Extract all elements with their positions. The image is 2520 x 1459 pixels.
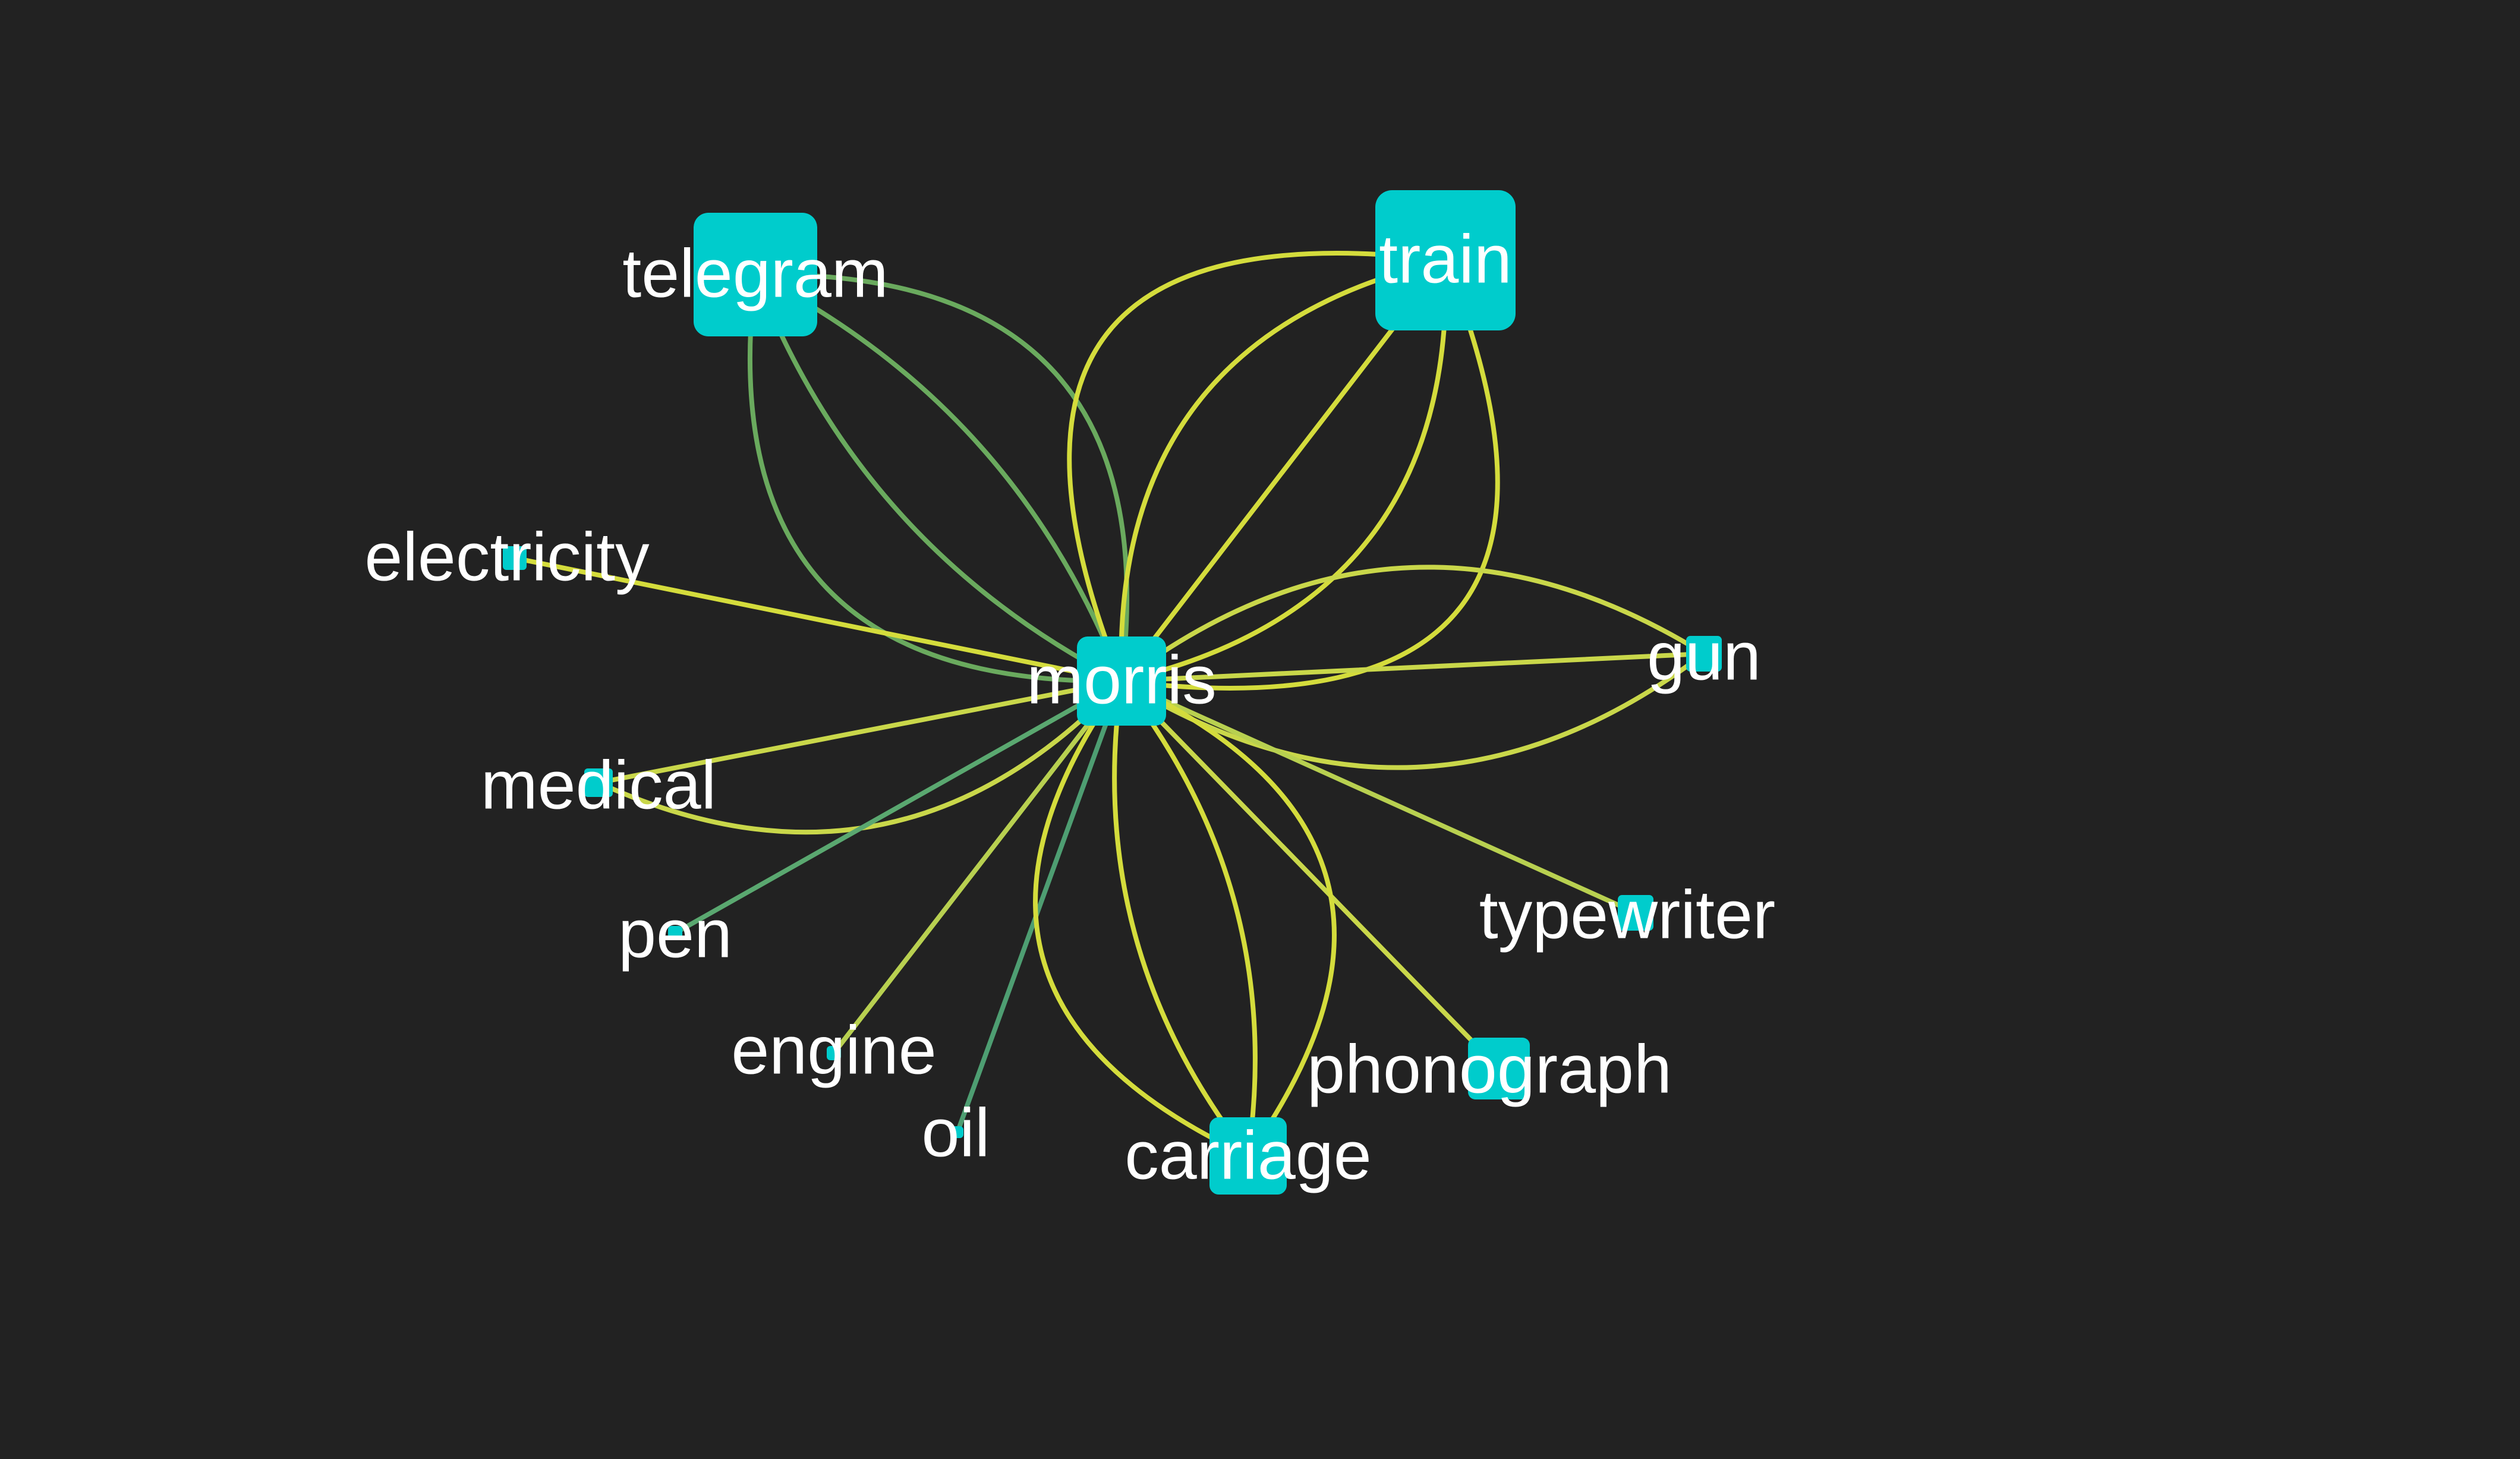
node-oil[interactable] bbox=[952, 1126, 963, 1138]
node-train[interactable] bbox=[1375, 190, 1516, 330]
edge-morris-oil-1 bbox=[955, 679, 1124, 1135]
node-label-oil: oil bbox=[921, 1095, 990, 1171]
node-label-gun: gun bbox=[1647, 618, 1761, 694]
node-label-pen: pen bbox=[618, 896, 732, 972]
edge-morris-train-5 bbox=[1119, 258, 1500, 691]
edges-layer bbox=[512, 251, 1706, 1158]
edge-morris-carriage-2 bbox=[1119, 679, 1258, 1158]
edge-morris-train-4 bbox=[1119, 258, 1448, 683]
nodes-layer bbox=[503, 190, 1722, 1195]
edge-morris-carriage-1 bbox=[1119, 679, 1337, 1158]
node-label-carriage: carriage bbox=[1124, 1117, 1371, 1193]
node-electricity[interactable] bbox=[503, 546, 527, 570]
edge-morris-telegram-2 bbox=[753, 272, 1124, 683]
edge-morris-phonograph-1 bbox=[1119, 679, 1501, 1071]
node-label-medical: medical bbox=[481, 747, 716, 823]
edge-morris-train-2 bbox=[1119, 258, 1448, 683]
node-label-typewriter: typewriter bbox=[1479, 877, 1775, 953]
edge-morris-typewriter-1 bbox=[1119, 679, 1638, 915]
edge-morris-train-1 bbox=[1067, 251, 1448, 683]
node-label-phonograph: phonograph bbox=[1307, 1031, 1672, 1107]
edge-morris-gun-2 bbox=[1119, 651, 1706, 683]
node-label-electricity: electricity bbox=[364, 519, 650, 595]
edge-morris-carriage-3 bbox=[1112, 679, 1250, 1158]
edge-morris-telegram-1 bbox=[747, 272, 1124, 684]
labels-layer: morris telegram train electricity gun medical… bbox=[364, 221, 1775, 1193]
edge-morris-medical-1 bbox=[596, 679, 1124, 785]
node-morris[interactable] bbox=[1077, 636, 1166, 726]
edge-morris-engine-1 bbox=[831, 679, 1124, 1055]
node-pen[interactable] bbox=[668, 926, 682, 940]
edge-morris-telegram-3 bbox=[753, 272, 1124, 683]
edge-morris-electricity-1 bbox=[512, 556, 1124, 683]
edge-morris-pen-1 bbox=[673, 679, 1124, 935]
node-typewriter[interactable] bbox=[1618, 895, 1653, 931]
node-label-telegram: telegram bbox=[622, 235, 888, 311]
node-carriage[interactable] bbox=[1209, 1117, 1287, 1195]
node-label-engine: engine bbox=[731, 1012, 936, 1088]
edge-morris-gun-1 bbox=[1119, 565, 1706, 683]
edge-morris-carriage-4 bbox=[1033, 679, 1250, 1158]
node-label-train: train bbox=[1379, 221, 1512, 297]
node-phonograph[interactable] bbox=[1468, 1038, 1530, 1099]
edge-morris-medical-2 bbox=[596, 679, 1124, 835]
node-gun[interactable] bbox=[1686, 636, 1722, 672]
edge-morris-gun-3 bbox=[1119, 651, 1706, 770]
node-label-morris: morris bbox=[1026, 642, 1216, 718]
node-medical[interactable] bbox=[584, 768, 613, 797]
node-engine[interactable] bbox=[827, 1046, 841, 1060]
node-telegram[interactable] bbox=[694, 213, 817, 336]
